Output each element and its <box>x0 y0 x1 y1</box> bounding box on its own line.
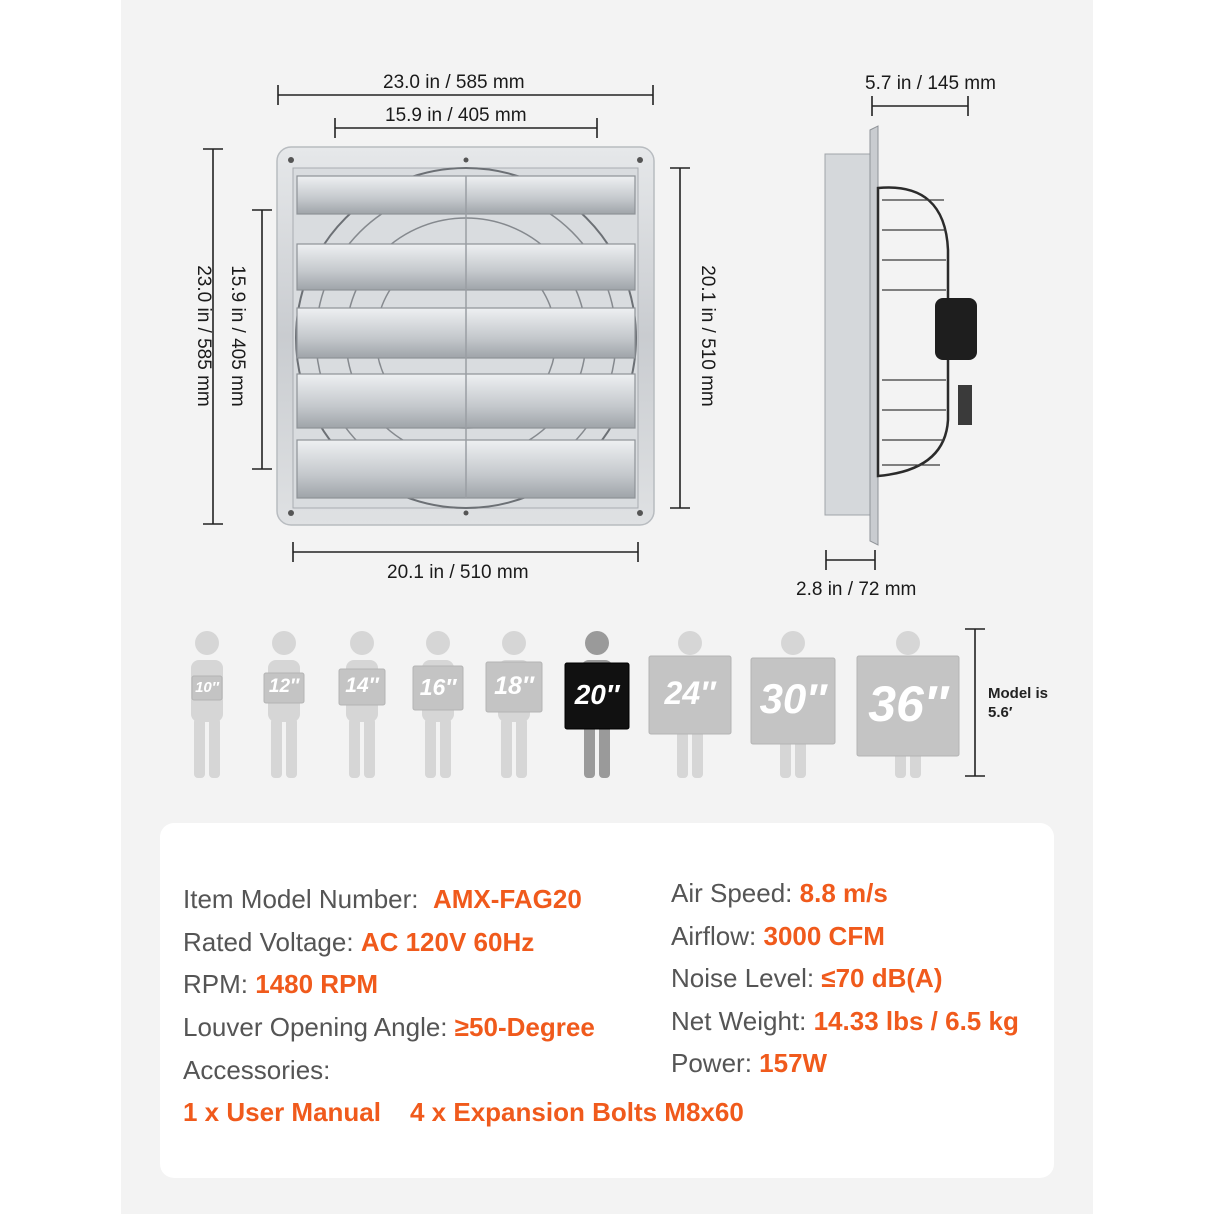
spec-label: Power: <box>671 1048 752 1078</box>
model-note-line1: Model is <box>988 685 1049 702</box>
size-label: 10″ <box>195 678 219 696</box>
fan-size-box <box>338 668 386 706</box>
spec-power: Power: 157W <box>671 1048 827 1079</box>
person-figure <box>263 631 305 778</box>
fan-size-box <box>191 675 223 701</box>
size-label: 36″ <box>868 676 948 732</box>
size-label: 12″ <box>268 676 300 698</box>
person-figure <box>856 631 960 778</box>
spec-label: Net Weight: <box>671 1006 807 1036</box>
spec-model-number: Item Model Number: AMX-FAG20 <box>183 884 582 915</box>
spec-label: Airflow: <box>671 921 757 951</box>
person-figure <box>412 631 464 778</box>
dim-side-top: 5.7 in / 145 mm <box>865 73 996 94</box>
spec-value: AMX-FAG20 <box>432 884 582 914</box>
spec-label: Noise Level: <box>671 963 815 993</box>
spec-card <box>160 823 1054 1178</box>
size-lineup-figures <box>191 631 960 778</box>
spec-value: 8.8 m/s <box>799 878 888 908</box>
size-label: 18″ <box>494 671 534 700</box>
spec-label: RPM: <box>183 969 248 999</box>
fan-size-box <box>856 655 960 757</box>
model-height-note: Model is 5.6′ <box>988 684 1048 722</box>
fan-size-box <box>750 657 836 745</box>
dim-front-top-outer: 23.0 in / 585 mm <box>383 72 525 93</box>
fan-dimension-diagram <box>203 85 977 570</box>
spec-accessories: Accessories: <box>183 1055 330 1086</box>
spec-label: Rated Voltage: <box>183 927 354 957</box>
spec-rated-voltage: Rated Voltage: AC 120V 60Hz <box>183 927 534 958</box>
spec-value: 157W <box>759 1048 828 1078</box>
dim-front-bottom: 20.1 in / 510 mm <box>387 562 529 583</box>
person-figure-selected <box>564 631 630 778</box>
spec-value: AC 120V 60Hz <box>360 927 535 957</box>
spec-label: Air Speed: <box>671 878 793 908</box>
person-figure <box>485 631 543 778</box>
spec-label: Accessories: <box>183 1055 331 1085</box>
dim-side-bottom: 2.8 in / 72 mm <box>796 579 917 600</box>
model-note-line2: 5.6′ <box>988 704 1013 721</box>
fan-size-box <box>564 662 630 730</box>
spec-rpm: RPM: 1480 RPM <box>183 969 378 1000</box>
person-figure <box>191 631 223 778</box>
person-figure <box>750 631 836 778</box>
spec-value: ≤70 dB(A) <box>821 963 943 993</box>
fan-size-box <box>263 672 305 704</box>
size-label: 16″ <box>419 673 457 700</box>
size-label: 14″ <box>345 673 379 697</box>
accessory-item: 1 x User Manual <box>183 1097 381 1127</box>
spec-value: 1480 RPM <box>255 969 379 999</box>
person-figure <box>648 631 732 778</box>
spec-air-speed: Air Speed: 8.8 m/s <box>671 878 888 909</box>
spec-value: ≥50-Degree <box>454 1012 595 1042</box>
fan-size-box <box>485 661 543 713</box>
size-label: 30″ <box>759 674 827 722</box>
dim-front-top-inner: 15.9 in / 405 mm <box>385 105 527 126</box>
accessory-item: 4 x Expansion Bolts M8x60 <box>410 1097 744 1127</box>
spec-label: Louver Opening Angle: <box>183 1012 448 1042</box>
spec-label: Item Model Number: <box>183 884 419 914</box>
size-label: 24″ <box>664 675 716 712</box>
fan-size-box <box>648 655 732 735</box>
fan-size-box <box>412 665 464 711</box>
spec-airflow: Airflow: 3000 CFM <box>671 921 885 952</box>
spec-value: 3000 CFM <box>763 921 885 951</box>
person-figure <box>338 631 386 778</box>
spec-net-weight: Net Weight: 14.33 lbs / 6.5 kg <box>671 1006 1019 1037</box>
spec-louver-angle: Louver Opening Angle: ≥50-Degree <box>183 1012 595 1043</box>
size-label: 20″ <box>574 678 620 710</box>
spec-noise-level: Noise Level: ≤70 dB(A) <box>671 963 942 994</box>
spec-value: 14.33 lbs / 6.5 kg <box>813 1006 1019 1036</box>
